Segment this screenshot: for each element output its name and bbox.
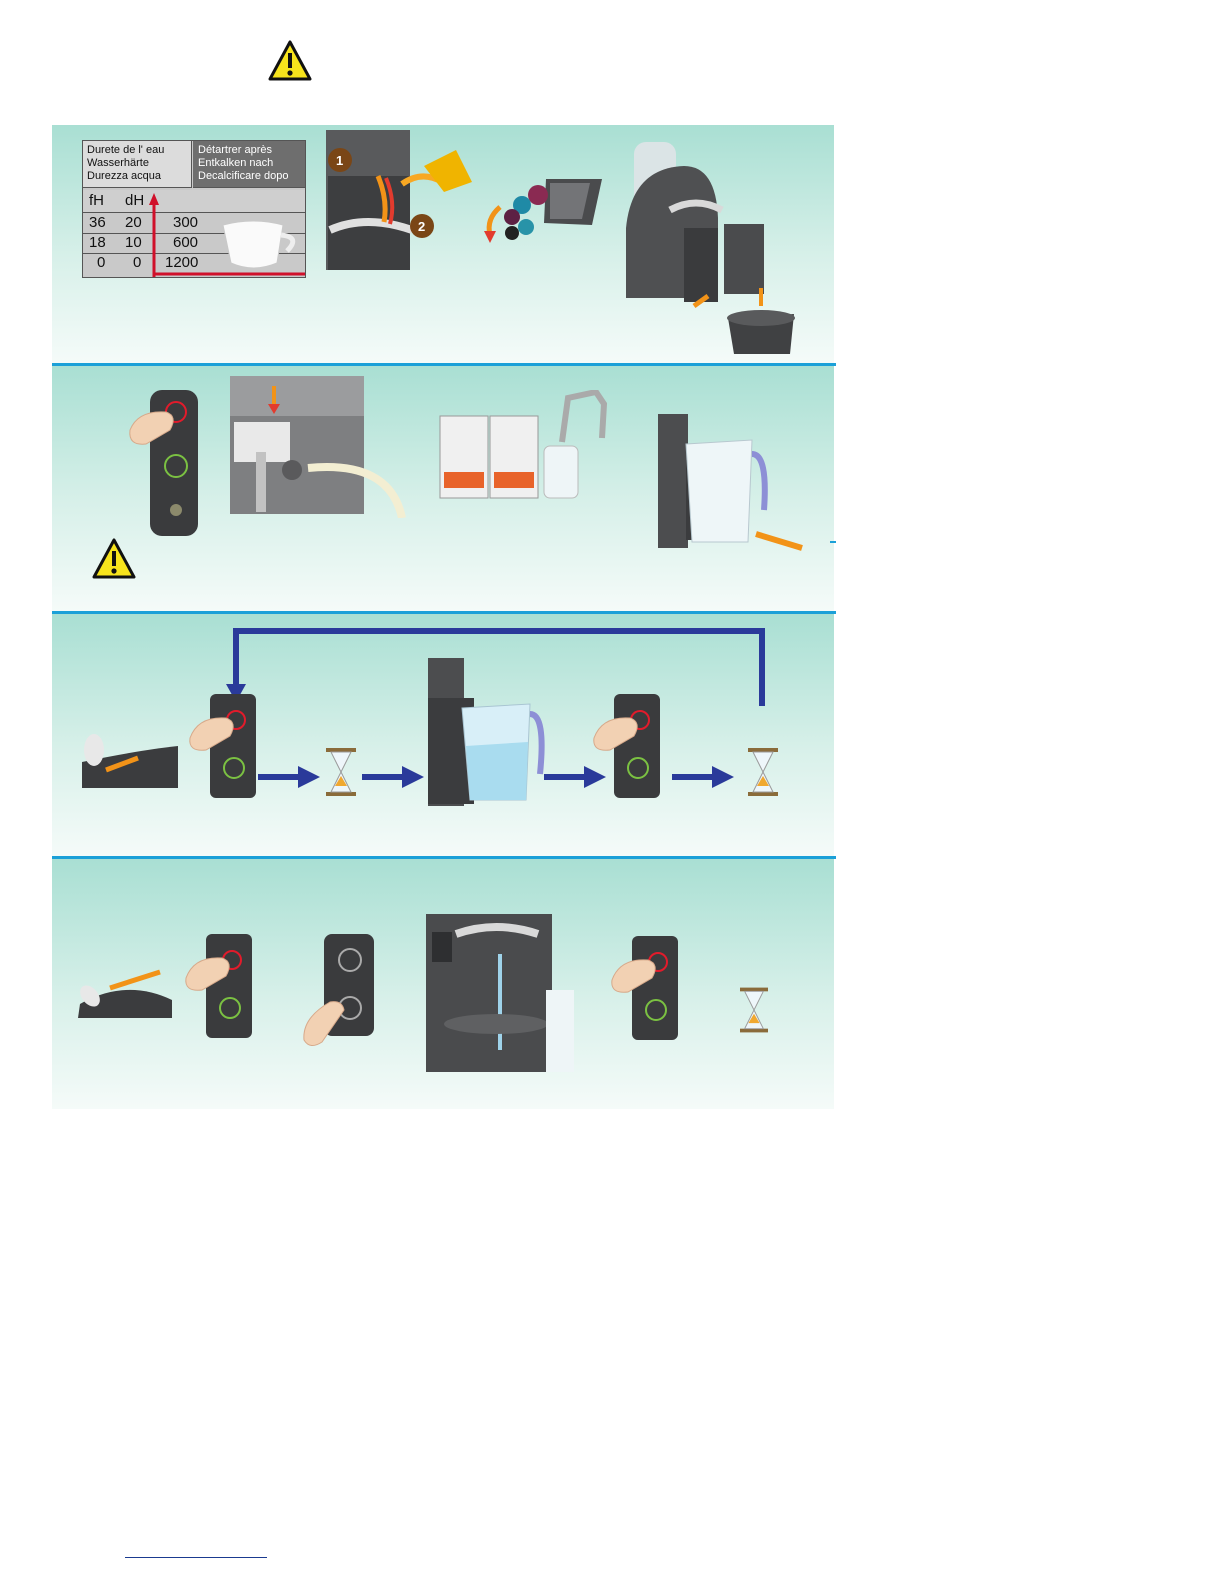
lever-open-illustration	[80, 732, 182, 792]
hourglass-icon	[740, 986, 768, 1034]
control-panel-illustration	[610, 936, 680, 1040]
arrow-icon	[672, 766, 734, 788]
control-panel-illustration	[126, 390, 200, 536]
hourglass-icon	[326, 748, 356, 796]
arrow-icon	[258, 766, 320, 788]
water-hardness-table: Durete de l' eau Wasserhärte Durezza acq…	[82, 140, 306, 278]
machine-remove-tray-illustration	[624, 138, 804, 360]
lever-close-illustration	[76, 964, 176, 1022]
control-panel-illustration	[184, 934, 254, 1038]
svg-text:1: 1	[336, 153, 343, 168]
capsule-container-illustration	[482, 175, 604, 255]
footer-rule	[125, 1557, 267, 1558]
control-panel-illustration	[592, 694, 662, 798]
cup-buttons-panel-illustration	[300, 934, 378, 1052]
panel-edge-marker	[830, 541, 836, 543]
descaler-sachets-illustration	[438, 390, 618, 502]
rinse-machine-illustration	[426, 914, 576, 1074]
jug-under-outlet-illustration	[656, 410, 808, 552]
steam-nozzle-illustration	[230, 376, 406, 518]
warning-icon-top	[268, 40, 312, 82]
warning-icon-panel-2	[92, 538, 136, 580]
descaling-jug-illustration	[426, 658, 552, 806]
svg-text:2: 2	[418, 219, 425, 234]
arrow-icon	[362, 766, 424, 788]
hardness-header-left: Durete de l' eau Wasserhärte Durezza acq…	[83, 141, 192, 188]
hourglass-icon	[748, 748, 778, 796]
machine-open-lever-illustration: 1 2	[326, 130, 476, 270]
hardness-header-right: Détartrer après Entkalken nach Decalcifi…	[193, 141, 305, 188]
cup-icon	[219, 219, 303, 273]
control-panel-illustration	[188, 694, 258, 798]
